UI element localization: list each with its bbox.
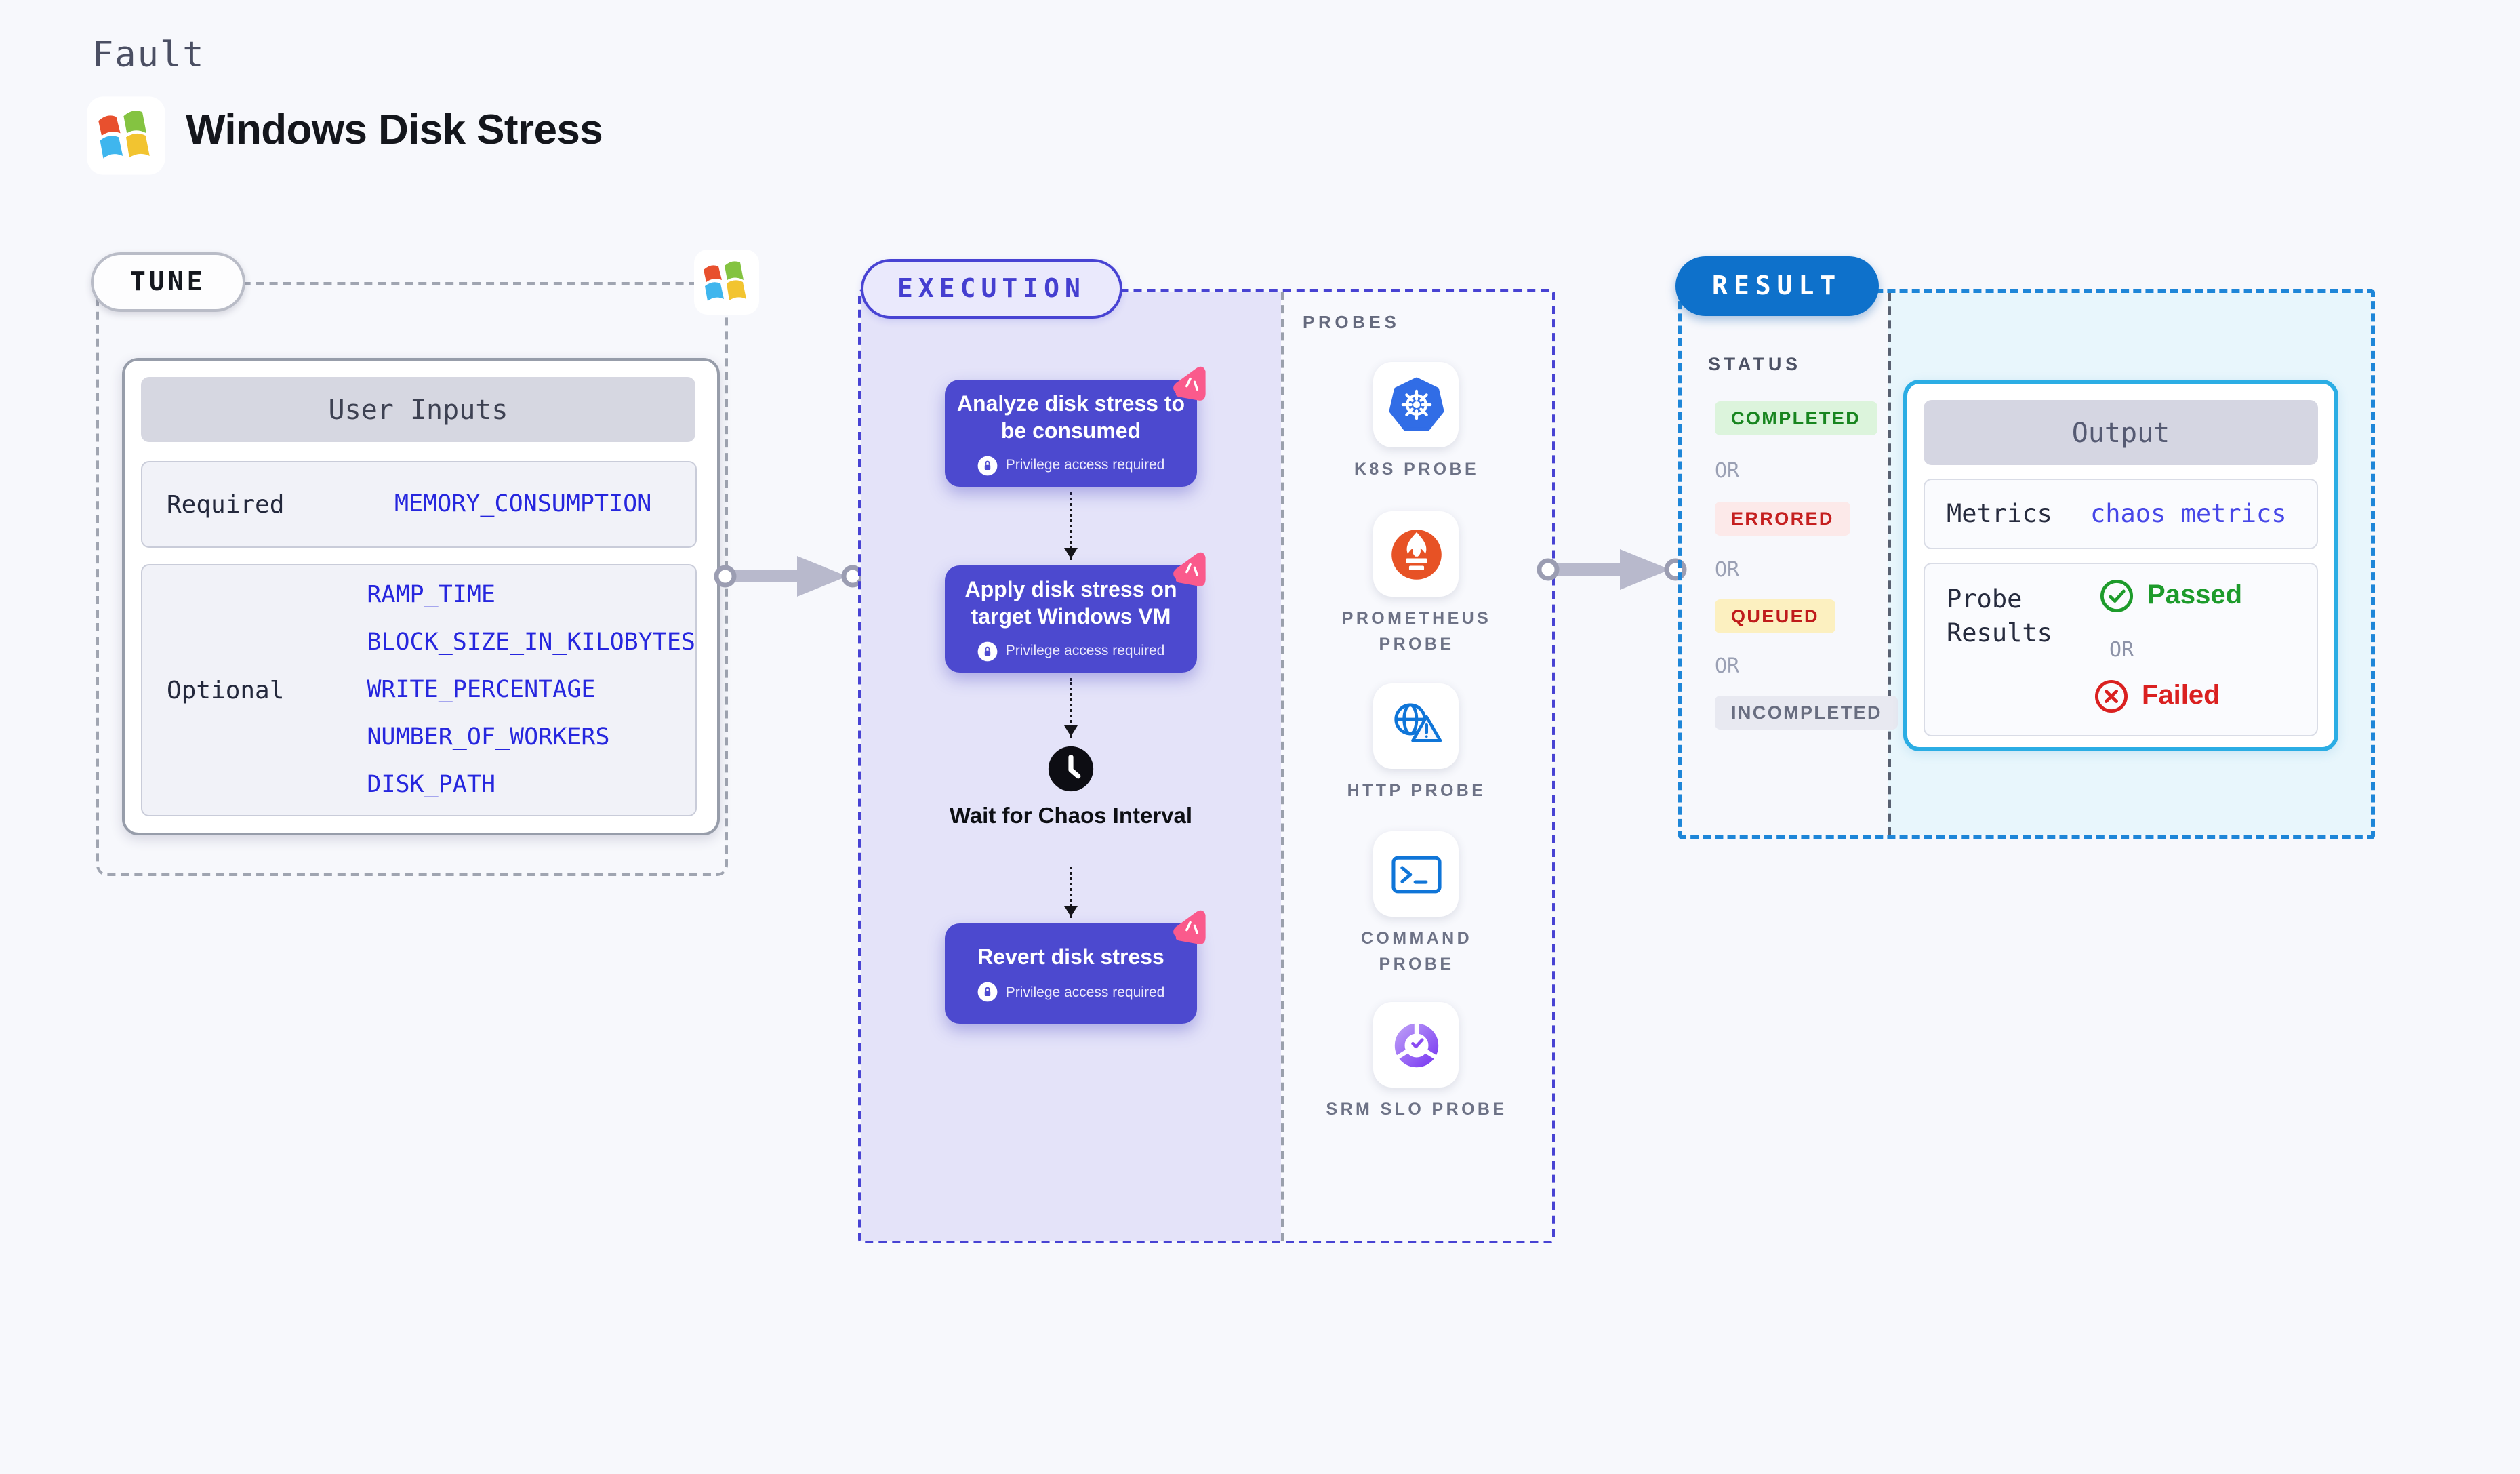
result-section: STATUS COMPLETED OR ERRORED OR QUEUED OR… (1678, 289, 2375, 839)
kubernetes-icon (1388, 376, 1444, 431)
step-title: Revert disk stress (977, 947, 1164, 970)
privilege-note: Privilege access required (1005, 984, 1165, 1000)
x-circle-icon (2094, 679, 2128, 713)
status-label: STATUS (1708, 354, 1802, 374)
tune-badge: TUNE (91, 252, 245, 312)
srm-slo-probe-card (1373, 1002, 1459, 1088)
or-separator: OR (2109, 637, 2134, 662)
optional-params-row: Optional RAMP_TIME BLOCK_SIZE_IN_KILOBYT… (141, 564, 697, 816)
fault-eyebrow: Fault (92, 35, 205, 76)
http-probe-card (1373, 683, 1459, 769)
step-revert-disk-stress: Revert disk stress Privilege access requ… (945, 910, 1206, 1024)
prometheus-probe-label: PROMETHEUS PROBE (1341, 609, 1492, 654)
probe-results-row: Probe Results Passed OR Failed (1924, 563, 2318, 736)
status-badge-queued: QUEUED (1715, 599, 1835, 633)
user-inputs-header: User Inputs (141, 377, 695, 442)
execution-to-result-arrow-icon (1536, 545, 1693, 594)
metrics-value: chaos metrics (2090, 500, 2287, 528)
step-title: Apply disk stress on target Windows VM (964, 578, 1177, 629)
prometheus-icon (1391, 529, 1441, 579)
status-badge-incompleted: INCOMPLETED (1715, 696, 1898, 730)
privilege-row: Privilege access required (977, 455, 1165, 475)
failed-result: Failed (2093, 678, 2220, 715)
privilege-note: Privilege access required (1005, 643, 1165, 659)
metrics-row: Metrics chaos metrics (1924, 479, 2318, 549)
failed-label: Failed (2142, 681, 2220, 711)
user-inputs-table: User Inputs Required MEMORY_CONSUMPTION … (122, 358, 720, 835)
param-write-percentage: WRITE_PERCENTAGE (367, 677, 596, 704)
clock-icon (1046, 744, 1095, 793)
slo-donut-check-icon (1390, 1017, 1442, 1067)
step-analyze-disk-stress: Analyze disk stress to be consumed Privi… (945, 366, 1206, 487)
required-label: Required (167, 490, 285, 519)
page-title: Windows Disk Stress (186, 106, 603, 153)
check-circle-icon (2100, 579, 2134, 613)
status-output-divider (1888, 293, 1891, 835)
result-badge: RESULT (1675, 256, 1879, 316)
param-memory-consumption: MEMORY_CONSUMPTION (394, 491, 652, 518)
flow-down-arrow-icon (1063, 678, 1078, 738)
or-separator: OR (1715, 557, 1740, 582)
passed-label: Passed (2147, 580, 2243, 610)
or-separator: OR (1715, 458, 1740, 483)
flow-down-arrow-icon (1063, 867, 1078, 918)
step-apply-disk-stress: Apply disk stress on target Windows VM P… (945, 552, 1206, 673)
lock-icon (977, 982, 998, 1002)
windows-logo-small (693, 248, 760, 316)
output-header: Output (1924, 400, 2318, 465)
flow-down-arrow-icon (1063, 492, 1078, 560)
probe-results-label: Probe Results (1947, 586, 2052, 648)
param-disk-path: DISK_PATH (367, 772, 495, 799)
execution-probes-divider (1281, 292, 1284, 1241)
k8s-probe-label: K8S PROBE (1354, 460, 1480, 479)
chaos-ribbon-icon (1163, 903, 1215, 955)
srm-slo-probe-label: SRM SLO PROBE (1326, 1100, 1507, 1119)
chaos-ribbon-icon (1163, 545, 1215, 597)
chaos-ribbon-icon (1163, 359, 1215, 412)
param-block-size: BLOCK_SIZE_IN_KILOBYTES (367, 629, 695, 656)
optional-label: Optional (167, 676, 285, 704)
output-card: Output Metrics chaos metrics Probe Resul… (1903, 380, 2338, 751)
command-probe-card (1373, 831, 1459, 917)
execution-section: Analyze disk stress to be consumed Privi… (858, 289, 1555, 1243)
lock-icon (977, 455, 998, 475)
execution-badge: EXECUTION (861, 259, 1122, 319)
probes-label: PROBES (1303, 312, 1400, 332)
param-ramp-time: RAMP_TIME (367, 582, 495, 609)
privilege-row: Privilege access required (977, 982, 1165, 1002)
step-title: Analyze disk stress to be consumed (956, 393, 1185, 443)
passed-result: Passed (2098, 578, 2242, 614)
required-params-row: Required MEMORY_CONSUMPTION (141, 461, 697, 548)
command-probe-label: COMMAND PROBE (1360, 929, 1473, 974)
or-separator: OR (1715, 654, 1740, 678)
k8s-probe-card (1373, 362, 1459, 447)
lock-icon (977, 641, 998, 661)
http-probe-label: HTTP PROBE (1347, 781, 1486, 800)
privilege-note: Privilege access required (1005, 457, 1165, 473)
param-number-of-workers: NUMBER_OF_WORKERS (367, 724, 610, 751)
tune-to-execution-arrow-icon (713, 552, 870, 601)
terminal-icon (1391, 855, 1441, 893)
metrics-label: Metrics (1947, 500, 2052, 528)
prometheus-probe-card (1373, 511, 1459, 597)
wait-for-chaos-interval-label: Wait for Chaos Interval (949, 804, 1193, 829)
status-badge-errored: ERRORED (1715, 502, 1850, 536)
status-badge-completed: COMPLETED (1715, 401, 1877, 435)
windows-logo (85, 95, 167, 176)
http-globe-warning-icon (1394, 702, 1442, 742)
privilege-row: Privilege access required (977, 641, 1165, 661)
